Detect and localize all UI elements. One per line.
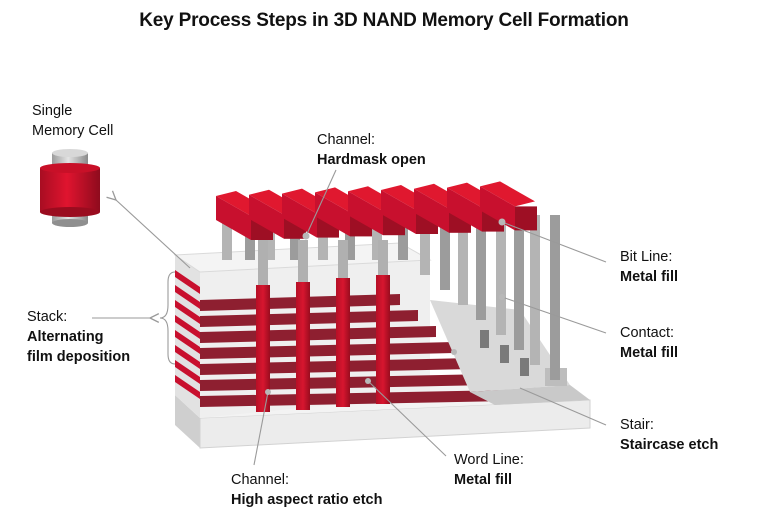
label-channel-etch: Channel: High aspect ratio etch: [231, 472, 383, 508]
stack-layer: [175, 360, 200, 384]
stack-bracket: [159, 271, 176, 365]
label-stair: Stair: Staircase etch: [620, 417, 719, 453]
channel-pillar: [296, 282, 310, 410]
contact-pillar: [440, 215, 450, 290]
channel-plug: [258, 240, 268, 285]
label-stack: Stack: Alternating film deposition: [27, 309, 131, 365]
bit-line-end: [515, 206, 537, 231]
channel-pillar: [336, 278, 350, 407]
contact-pillar: [458, 215, 468, 305]
contact-pillar: [398, 215, 408, 260]
stack-layer: [175, 285, 200, 309]
contact-pillar: [345, 215, 355, 260]
contact-leader: [501, 296, 607, 334]
word-line: [200, 390, 508, 407]
bit-line-side: [447, 187, 482, 232]
stack-layer: [175, 315, 200, 339]
staircase: [430, 300, 590, 405]
bit-line-side: [480, 186, 515, 231]
contact-pillar: [372, 215, 382, 260]
channels: [256, 240, 390, 412]
bit-line-side: [282, 193, 317, 238]
bit-line-side: [381, 190, 416, 234]
label-channel-hardmask: Channel: Hardmask open: [317, 132, 426, 168]
channel-pillar: [256, 285, 270, 412]
single-memory-cell-icon: [40, 149, 100, 227]
label-bit-line: Bit Line: Metal fill: [620, 249, 679, 285]
bit-line-top: [480, 181, 535, 207]
leader-lines: [92, 169, 607, 466]
bit-line-side: [315, 192, 350, 237]
wordline-leader: [367, 380, 447, 457]
stack-layer: [175, 330, 200, 354]
stack-layer: [175, 345, 200, 369]
bit-line-side: [348, 191, 383, 236]
bit-line-side: [249, 194, 284, 239]
bitline-leader: [501, 221, 607, 263]
channel-pillar: [376, 275, 390, 404]
channel-plug: [378, 240, 388, 275]
contact-pillar: [222, 215, 232, 260]
stair-leader: [519, 387, 607, 426]
stack-layer: [175, 375, 200, 399]
stack-layer: [175, 270, 200, 294]
label-word-line: Word Line: Metal fill: [454, 452, 524, 488]
contact-pillar: [496, 215, 506, 335]
channel-plug: [338, 240, 348, 278]
bit-line-side: [216, 196, 251, 240]
hardmask-leader: [305, 169, 337, 237]
label-contact: Contact: Metal fill: [620, 325, 679, 361]
channel-etch-leader: [253, 391, 269, 466]
label-single-memory-cell: Single Memory Cell: [32, 103, 114, 139]
contact-pillar: [530, 215, 540, 365]
stack-layer: [175, 300, 200, 324]
contact-pillar: [514, 215, 524, 350]
contact-pillar: [550, 215, 560, 380]
diagram-title: Key Process Steps in 3D NAND Memory Cell…: [139, 10, 629, 31]
channel-plug: [298, 240, 308, 282]
bit-line-side: [414, 188, 449, 233]
contact-pillar: [476, 215, 486, 320]
single-cell-arrow: [116, 200, 191, 269]
bit-lines: [216, 181, 537, 240]
callout-dots: [265, 218, 506, 395]
contact-pillar: [420, 215, 430, 275]
